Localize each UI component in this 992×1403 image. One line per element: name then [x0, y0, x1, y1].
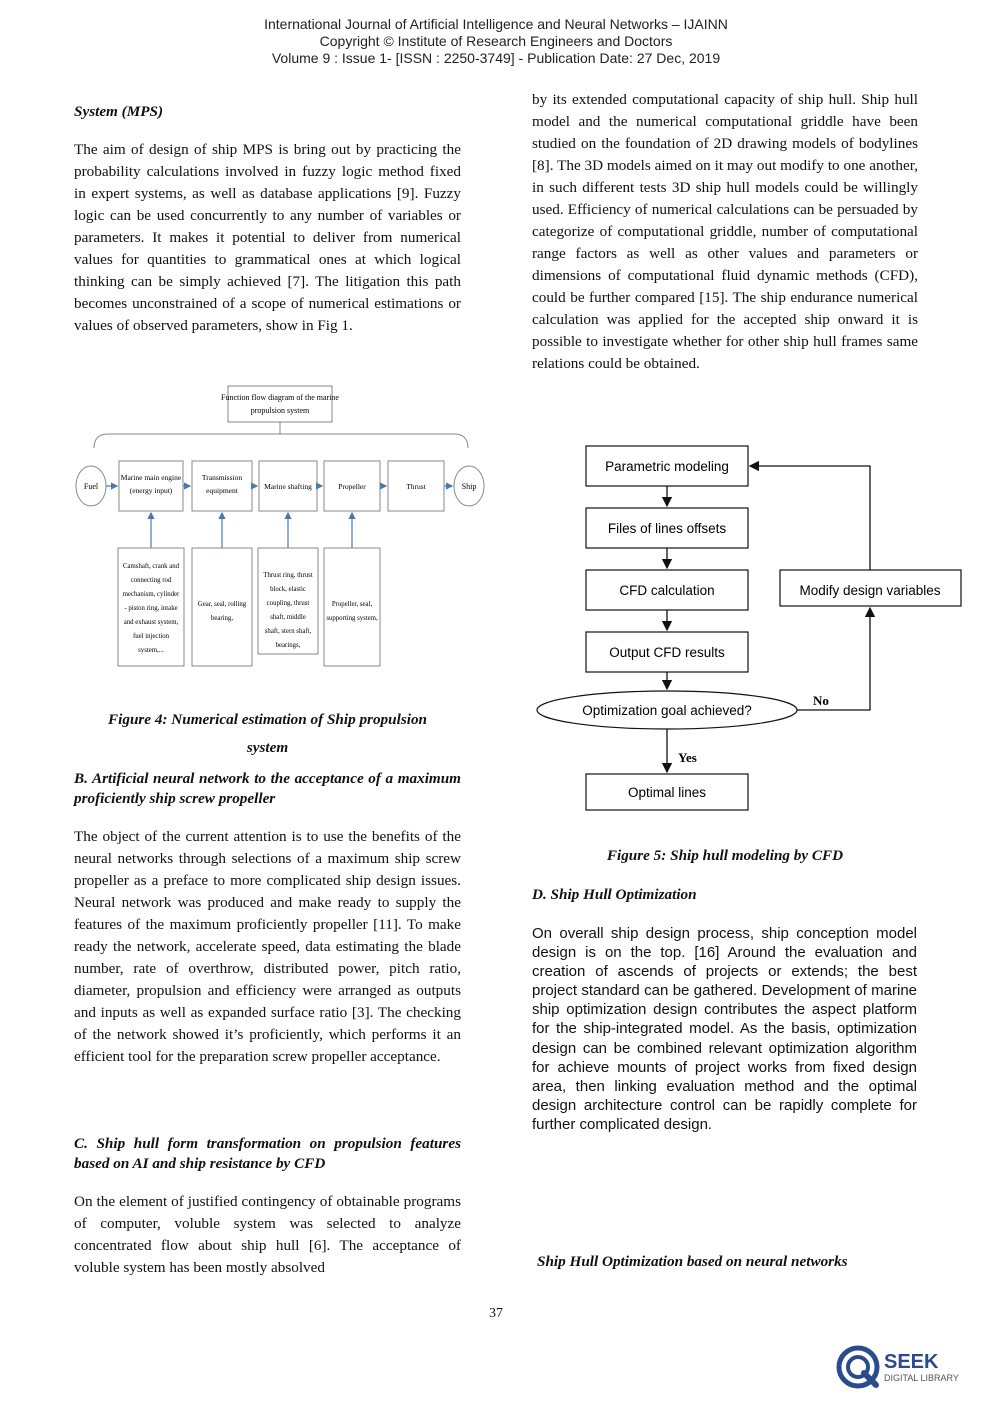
svg-text:Parametric modeling: Parametric modeling [605, 459, 729, 474]
fig4-propeller-components: Propeller, seal, supporting system, [323, 547, 381, 667]
svg-text:connecting rod: connecting rod [131, 577, 172, 584]
fig4-ship-node: Ship [453, 465, 485, 507]
section-title-mps: System (MPS) [74, 103, 164, 120]
paragraph-right-top: by its extended computational capacity o… [532, 91, 918, 372]
figure-5-flowchart: Parametric modeling Files of lines offse… [536, 445, 962, 811]
fig4-engine-box: Marine main engine (energy input) [118, 460, 184, 512]
svg-text:shaft, stern shaft,: shaft, stern shaft, [265, 628, 312, 635]
fig4-transmission-components: Gear, seal, rolling bearing, [191, 547, 253, 667]
fig4-title-box: Function flow diagram of the marine prop… [221, 385, 339, 423]
fig4-transmission-box: Transmission equipment [191, 460, 253, 512]
fig4-thrust-box: Thrust [387, 460, 445, 512]
figure-5-caption: Figure 5: Ship hull modeling by CFD [606, 847, 844, 864]
svg-text:Optimization goal achieved?: Optimization goal achieved? [582, 703, 752, 718]
fig5-output-results-box: Output CFD results [585, 631, 749, 673]
svg-text:Marine main engine: Marine main engine [121, 473, 182, 482]
svg-text:supporting system,: supporting system, [326, 615, 378, 622]
svg-text:shaft, middle: shaft, middle [270, 614, 306, 621]
figure-4-diagram: Function flow diagram of the marine prop… [75, 385, 485, 667]
fig4-fuel-node: Fuel [75, 465, 107, 507]
paragraph-c: On the element of justified contingency … [74, 1193, 461, 1276]
svg-text:Camshaft, crank and: Camshaft, crank and [123, 563, 180, 570]
paragraph-b: The object of the current attention is t… [74, 828, 461, 1065]
journal-header: International Journal of Artificial Inte… [0, 16, 992, 67]
svg-text:Function flow diagram of the m: Function flow diagram of the marine [221, 393, 339, 402]
figure-4-caption-line1: Figure 4: Numerical estimation of Ship p… [108, 711, 427, 728]
svg-text:block, elastic: block, elastic [270, 586, 306, 593]
fig5-cfd-calculation-box: CFD calculation [585, 569, 749, 611]
svg-text:mechanism, cylinder: mechanism, cylinder [123, 591, 180, 598]
svg-text:- piston ring, intake: - piston ring, intake [124, 605, 177, 612]
svg-text:CFD calculation: CFD calculation [619, 583, 714, 598]
header-journal-name: International Journal of Artificial Inte… [264, 16, 728, 32]
svg-text:Output CFD results: Output CFD results [609, 645, 725, 660]
svg-text:coupling, thrust: coupling, thrust [267, 600, 310, 607]
fig4-propeller-box: Propeller [323, 460, 381, 512]
fig5-no-label: No [813, 693, 829, 708]
seek-logo-icon: SEEK DIGITAL LIBRARY [836, 1345, 959, 1389]
svg-text:Files of lines offsets: Files of lines offsets [608, 521, 727, 536]
svg-text:Fuel: Fuel [84, 482, 99, 491]
svg-text:Transmission: Transmission [202, 473, 242, 482]
svg-text:bearings,: bearings, [276, 642, 301, 649]
figure-4-caption-line2: system [246, 739, 289, 756]
fig4-shafting-components: Thrust ring, thrust block, elastic coupl… [257, 547, 319, 655]
header-volume-issue: Volume 9 : Issue 1- [ISSN : 2250-3749] -… [271, 50, 721, 66]
svg-text:system,...: system,... [138, 647, 164, 654]
svg-text:(energy input): (energy input) [130, 486, 173, 495]
seek-digital-library-logo: SEEK DIGITAL LIBRARY [836, 1343, 986, 1393]
fig5-line-offsets-box: Files of lines offsets [585, 507, 749, 549]
paragraph-mps: The aim of design of ship MPS is bring o… [74, 141, 461, 334]
fig5-yes-label: Yes [678, 750, 697, 765]
svg-text:Marine shafting: Marine shafting [264, 482, 312, 491]
svg-text:and exhaust system,: and exhaust system, [124, 619, 179, 626]
svg-text:Thrust ring, thrust: Thrust ring, thrust [263, 572, 312, 579]
svg-text:equipment: equipment [206, 486, 239, 495]
page-number: 37 [489, 1306, 503, 1321]
fig5-optimal-lines-box: Optimal lines [585, 773, 749, 811]
section-title-neural-optimization: Ship Hull Optimization based on neural n… [537, 1253, 848, 1270]
svg-text:Propeller: Propeller [338, 482, 366, 491]
svg-text:Thrust: Thrust [406, 482, 426, 491]
svg-text:Gear, seal, rolling: Gear, seal, rolling [198, 601, 247, 608]
logo-subtitle: DIGITAL LIBRARY [884, 1373, 959, 1383]
svg-text:propulsion system: propulsion system [251, 406, 310, 415]
paragraph-d: On overall ship design process, ship con… [532, 925, 917, 1133]
fig5-parametric-modeling-box: Parametric modeling [585, 445, 749, 487]
svg-text:Ship: Ship [462, 482, 477, 491]
logo-word: SEEK [884, 1351, 939, 1373]
section-title-d: D. Ship Hull Optimization [532, 886, 697, 903]
svg-text:Optimal lines: Optimal lines [628, 785, 706, 800]
svg-text:bearing,: bearing, [211, 615, 233, 622]
section-title-b: B. Artificial neural network to the acce… [74, 770, 461, 807]
fig4-engine-components: Camshaft, crank and connecting rod mecha… [117, 547, 185, 667]
svg-text:fuel injection: fuel injection [133, 633, 170, 640]
svg-text:Propeller, seal,: Propeller, seal, [332, 601, 373, 608]
section-title-c: C. Ship hull form transformation on prop… [74, 1135, 461, 1172]
fig4-shafting-box: Marine shafting [258, 460, 318, 512]
fig5-decision-ellipse: Optimization goal achieved? [536, 690, 798, 730]
fig5-modify-variables-box: Modify design variables [779, 569, 962, 607]
header-copyright: Copyright © Institute of Research Engine… [319, 33, 673, 49]
svg-text:Modify design variables: Modify design variables [799, 583, 940, 598]
figure-4-caption: Figure 4: Numerical estimation of Ship p… [74, 706, 461, 762]
